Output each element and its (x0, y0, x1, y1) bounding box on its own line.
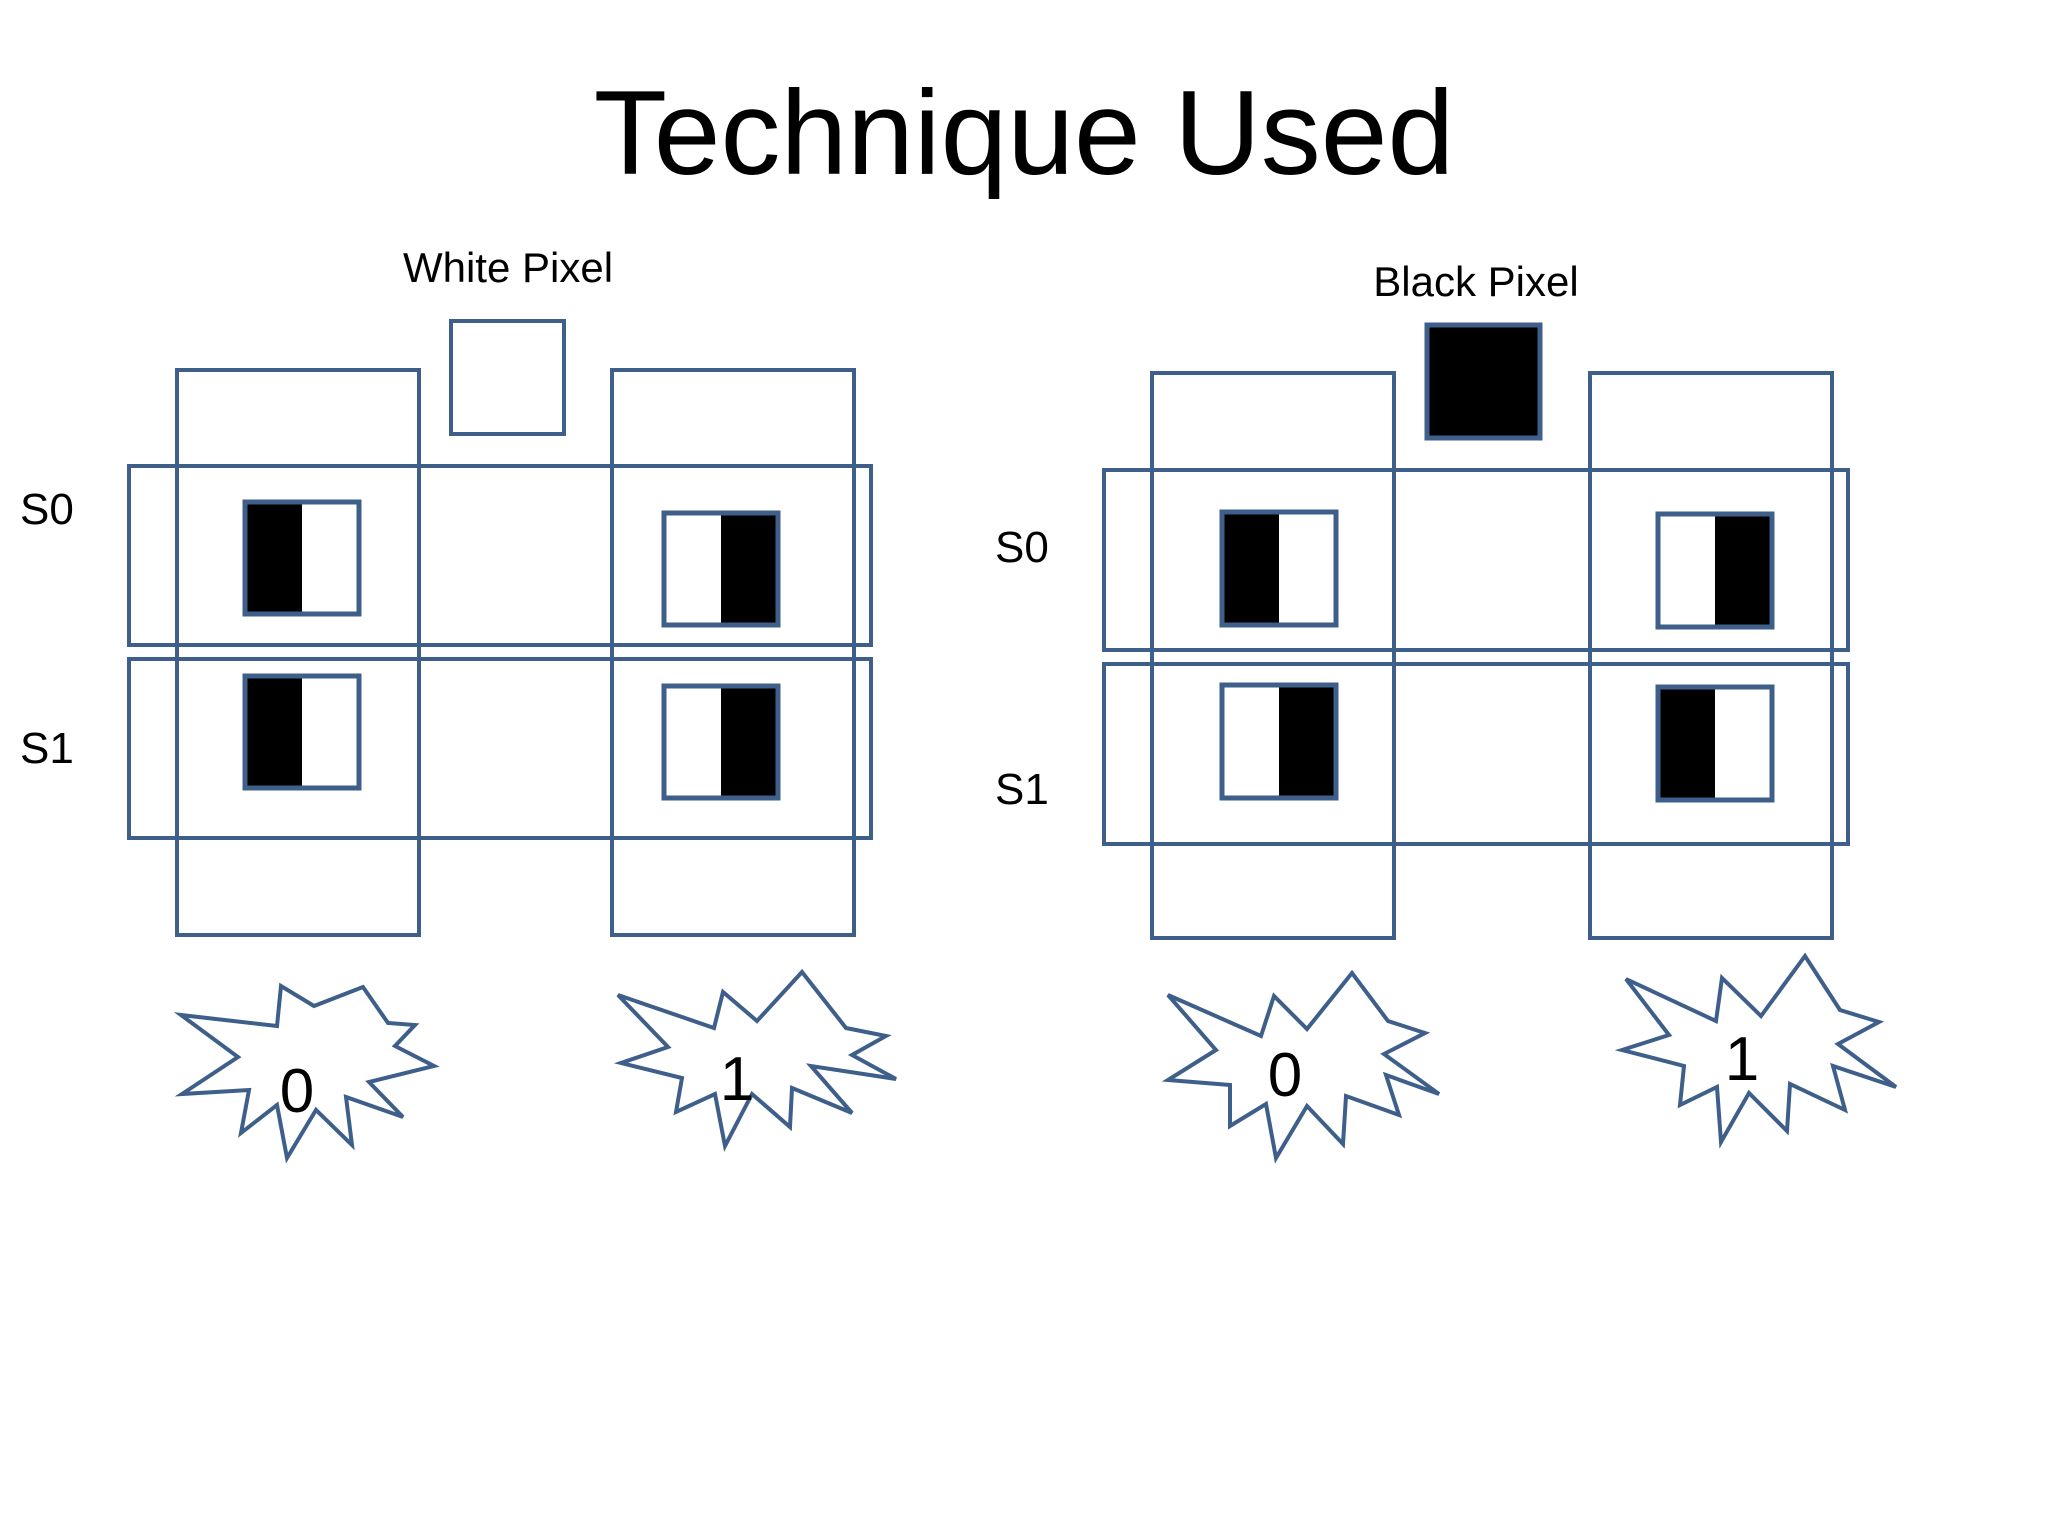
column-frame-left (1150, 371, 1396, 940)
output-burst-1: 1 (1614, 952, 1898, 1149)
row-label-s0: S0 (995, 523, 1049, 572)
row-frame-s1 (127, 657, 873, 840)
output-burst-1: 1 (613, 968, 897, 1153)
pixel-label: Black Pixel (1373, 258, 1578, 305)
output-value: 1 (1725, 1025, 1759, 1094)
share-s1-column0 (242, 673, 362, 791)
row-frame-s1 (1102, 662, 1850, 846)
pixel-label: White Pixel (403, 244, 613, 291)
row-label-s0: S0 (20, 485, 74, 534)
row-frame-s0 (1102, 468, 1850, 652)
output-burst-0: 0 (173, 982, 440, 1164)
row-label-s1: S1 (20, 724, 74, 773)
share-s1-column1 (661, 683, 781, 801)
share-s1-column1 (1655, 684, 1775, 803)
black-pixel-square (1424, 322, 1543, 441)
share-s0-column1 (1655, 511, 1775, 630)
column-frame-right (1588, 371, 1834, 940)
slide-title: Technique Used (593, 66, 1455, 200)
black-pixel-panel: Black Pixel S0 S1 (995, 258, 1898, 1164)
white-pixel-panel: White Pixel S0 S1 (20, 244, 897, 1164)
column-frame-right (610, 368, 856, 937)
share-s0-column1 (661, 510, 781, 628)
output-burst-0: 0 (1161, 969, 1441, 1164)
output-value: 0 (1268, 1041, 1302, 1110)
share-s0-column0 (1219, 509, 1339, 628)
output-value: 0 (280, 1057, 314, 1126)
output-value: 1 (720, 1045, 754, 1114)
column-frame-left (175, 368, 421, 937)
share-s1-column0 (1219, 682, 1339, 801)
row-label-s1: S1 (995, 765, 1049, 814)
row-frame-s0 (127, 464, 873, 647)
white-pixel-square (449, 319, 566, 436)
share-s0-column0 (242, 499, 362, 617)
